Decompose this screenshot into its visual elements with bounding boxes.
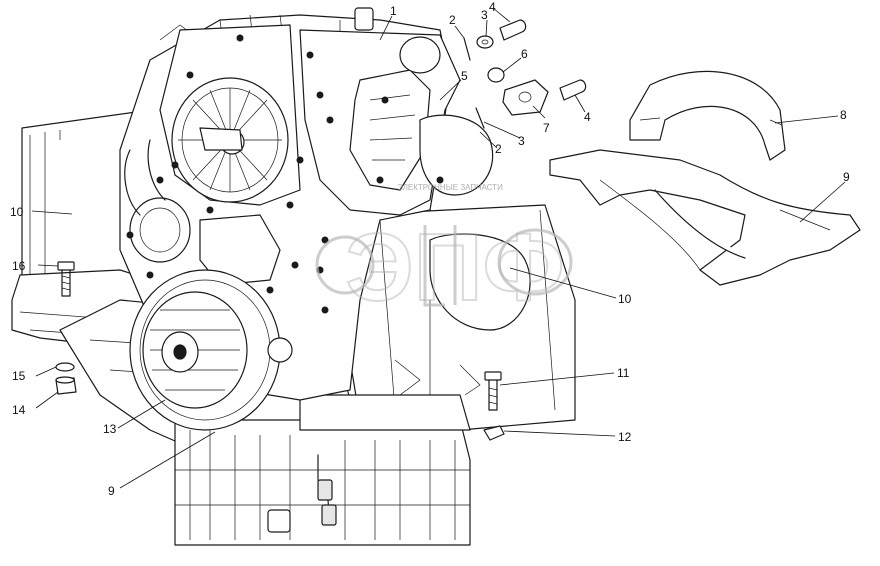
timing-cover: [171, 77, 289, 203]
callout-9-right: 9: [843, 170, 850, 184]
callout-8: 8: [840, 108, 847, 122]
callout-6: 6: [521, 47, 528, 61]
callout-labels: 1 2 2 3 3 4 4 5 6 7 8 9 9 10 10 11 12 13…: [10, 0, 850, 498]
callout-2-lower: 2: [495, 142, 502, 156]
callout-14: 14: [12, 403, 26, 417]
callout-11: 11: [617, 366, 630, 380]
exploded-pin-parts: [463, 19, 587, 129]
watermark-logo: ЭПФ ЭЛЕКТРОННЫЕ ЗАПЧАСТИ: [315, 183, 573, 322]
callout-13: 13: [103, 422, 117, 436]
callout-9-bottom: 9: [108, 484, 115, 498]
callout-2-top: 2: [449, 13, 456, 27]
bolt-11: [484, 371, 502, 411]
oil-pan: [174, 419, 471, 546]
watermark-logo-text: ЭПФ: [345, 214, 564, 321]
nut-14: [55, 376, 77, 395]
callout-3-lower: 3: [518, 134, 525, 148]
washer-12: [483, 425, 505, 441]
ring-mounting-bracket: [549, 149, 861, 286]
callout-16: 16: [12, 259, 26, 273]
callout-7: 7: [543, 121, 550, 135]
callout-4-lower: 4: [584, 110, 591, 124]
callout-10-right: 10: [618, 292, 632, 306]
bearing-cap-bracket: [629, 70, 786, 161]
fasteners: [126, 34, 444, 314]
bolt-16: [57, 261, 75, 297]
callout-3-top: 3: [481, 8, 488, 22]
washer-15: [55, 362, 75, 372]
water-pump: [124, 139, 281, 286]
callout-1: 1: [390, 4, 397, 18]
cylinder-head-cluster: [299, 7, 494, 216]
callout-10-left: 10: [10, 205, 24, 219]
gearbox-housing: [299, 204, 576, 431]
callout-15: 15: [12, 369, 26, 383]
callout-4-top: 4: [489, 0, 496, 14]
leader-lines: [31, 7, 846, 489]
front-pulley: [129, 269, 293, 431]
callout-5: 5: [461, 69, 468, 83]
watermark-caption: ЭЛЕКТРОННЫЕ ЗАПЧАСТИ: [397, 183, 503, 192]
callout-12: 12: [618, 430, 632, 444]
